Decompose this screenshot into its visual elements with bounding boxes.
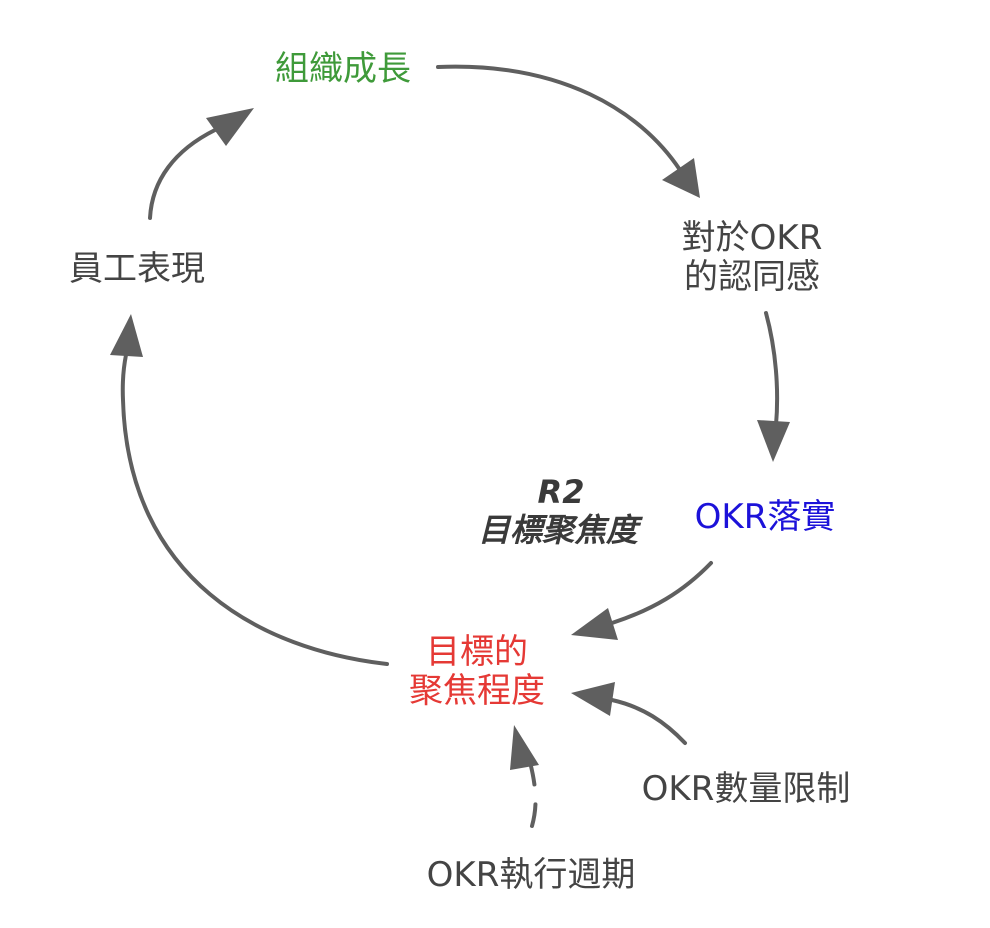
- arrow-growth-to-recognition: [436, 64, 700, 198]
- loop-name-label: 目標聚焦度: [478, 511, 643, 549]
- node-okr-cycle: OKR執行週期: [427, 855, 636, 895]
- node-employee-performance: 員工表現: [69, 249, 205, 289]
- arrow-implementation-to-focus: [571, 561, 713, 640]
- node-okr-recognition-line1: 對於OKR: [682, 218, 823, 258]
- arrow-focus-to-performance: [110, 314, 389, 666]
- arrow-cycle-to-focus: [510, 725, 539, 828]
- node-okr-implementation: OKR落實: [695, 497, 836, 537]
- node-okr-recognition-line2: 的認同感: [684, 257, 820, 297]
- arrow-quantity-to-focus: [571, 682, 687, 745]
- node-goal-focus-line2: 聚焦程度: [409, 671, 545, 711]
- node-goal-focus-line1: 目標的: [426, 632, 528, 672]
- node-okr-quantity-limit: OKR數量限制: [642, 769, 851, 809]
- arrow-performance-to-growth: [148, 108, 254, 220]
- arrow-recognition-to-implementation: [757, 311, 790, 462]
- node-org-growth: 組織成長: [275, 49, 411, 89]
- loop-id-label: R2: [538, 473, 585, 511]
